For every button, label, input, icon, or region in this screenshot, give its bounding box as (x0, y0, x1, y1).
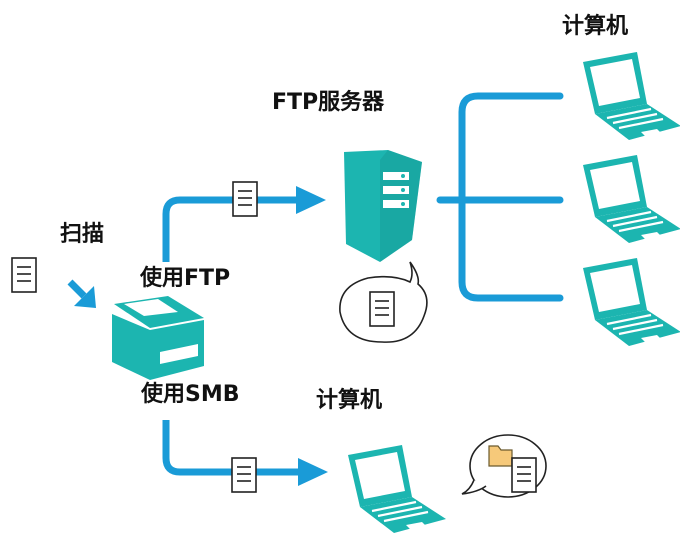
label-scan: 扫描 (60, 222, 105, 247)
label-computers-top: 计算机 (562, 14, 629, 39)
ftp-path (162, 181, 326, 262)
label-ftp-server: FTP服务器 (272, 90, 385, 115)
document-icon (369, 291, 395, 327)
label-computer-bottom: 计算机 (316, 388, 383, 413)
laptop-icon (581, 153, 680, 245)
document-icon (231, 457, 257, 493)
server-branch-lines (436, 92, 564, 302)
label-use-smb: 使用SMB (141, 382, 240, 407)
laptop-icon (581, 256, 680, 348)
label-use-ftp: 使用FTP (140, 266, 231, 291)
smb-path (162, 420, 328, 493)
laptop-icon (581, 50, 680, 142)
laptop-icon (346, 443, 448, 535)
document-icon (232, 181, 258, 217)
document-icon (511, 457, 537, 493)
speech-bubble-icon (339, 261, 428, 343)
document-icon (11, 257, 37, 293)
scan-source (11, 257, 96, 308)
arrow-icon (74, 286, 96, 308)
speech-bubble-icon (461, 434, 547, 498)
printer-icon (112, 296, 204, 380)
server-icon (344, 150, 422, 262)
folder-icon (488, 445, 513, 467)
